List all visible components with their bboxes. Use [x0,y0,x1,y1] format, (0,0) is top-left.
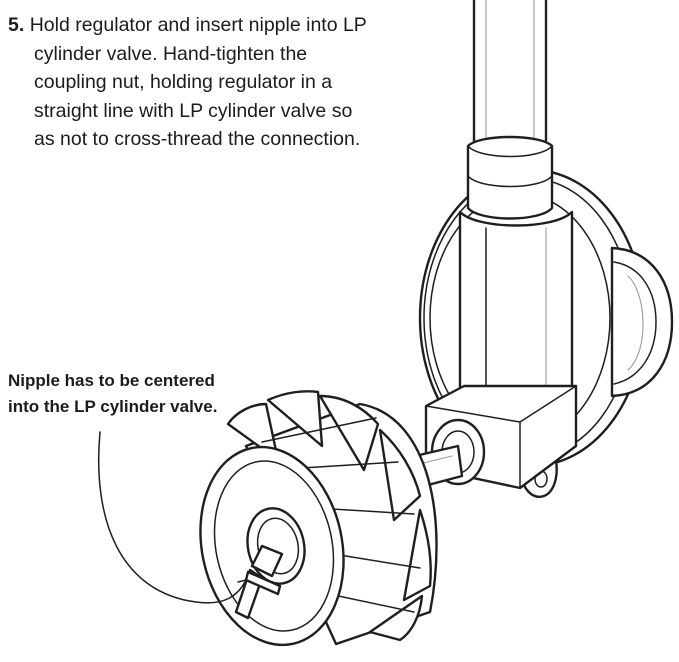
regulator-outlet-tube [458,210,574,398]
hose [472,0,548,150]
regulator-elbow-block [424,384,578,490]
instruction-line-1: 5. Hold regulator and insert nipple into… [8,14,367,36]
instruction-line-4: straight line with LP cylinder valve so [34,99,353,122]
callout-line-1: Nipple has to be centered [8,371,215,390]
hose-ferrule [466,135,554,220]
instruction-line-2: cylinder valve. Hand-tighten the [34,42,308,65]
instruction-line-5: as not to cross-thread the connection. [34,128,361,151]
instruction-line-3: coupling nut, holding regulator in a [34,71,333,94]
instruction-text: 5. Hold regulator and insert nipple into… [8,11,448,154]
callout-line-2: into the LP cylinder valve. [8,396,218,416]
callout-text: Nipple has to be centered into the LP cy… [8,368,308,419]
coupling-nut-face [199,445,345,647]
callout-leader-line [97,431,247,604]
step-number: 5. [8,14,25,36]
